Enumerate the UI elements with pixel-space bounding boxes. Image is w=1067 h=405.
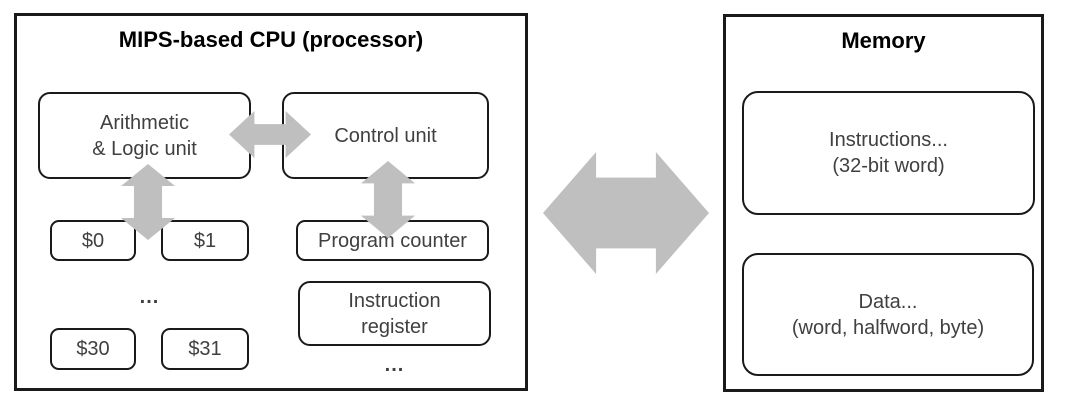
register-label-30: $30 xyxy=(76,338,110,360)
data-box: Data... (word, halfword, byte) xyxy=(742,253,1034,376)
register-box-0: $0 xyxy=(50,220,136,261)
control-unit-label: Control unit xyxy=(334,124,437,147)
register-label-0: $0 xyxy=(81,229,105,252)
register-label-1: $1 xyxy=(193,229,217,252)
memory-box: Memory Instructions... (32-bit word) Dat… xyxy=(723,14,1044,392)
register-box-1: $1 xyxy=(161,220,249,261)
data-label: Data... (word, halfword, byte) xyxy=(791,290,985,339)
instructions-label: Instructions... (32-bit word) xyxy=(829,129,948,177)
program-counter-label: Program counter xyxy=(318,229,467,252)
instructions-box: Instructions... (32-bit word) xyxy=(742,91,1035,215)
alu-box: Arithmetic & Logic unit xyxy=(38,92,251,179)
register-box-30: $30 xyxy=(50,328,136,370)
program-counter-box: Program counter xyxy=(296,220,489,261)
register-label-31: $31 xyxy=(188,338,222,360)
cpu-box: MIPS-based CPU (processor) Arithmetic & … xyxy=(14,13,528,391)
alu-label: Arithmetic & Logic unit xyxy=(92,111,197,160)
registers-ellipsis: ... xyxy=(139,286,160,308)
instruction-register-label: Instruction register xyxy=(348,289,441,338)
special-registers-ellipsis: ... xyxy=(384,354,405,376)
instruction-register-box: Instruction register xyxy=(298,281,491,346)
cpu-title: MIPS-based CPU (processor) xyxy=(118,27,424,52)
memory-title: Memory xyxy=(841,28,926,53)
cpu-memory-double-arrow xyxy=(543,152,709,274)
register-box-31: $31 xyxy=(161,328,249,370)
